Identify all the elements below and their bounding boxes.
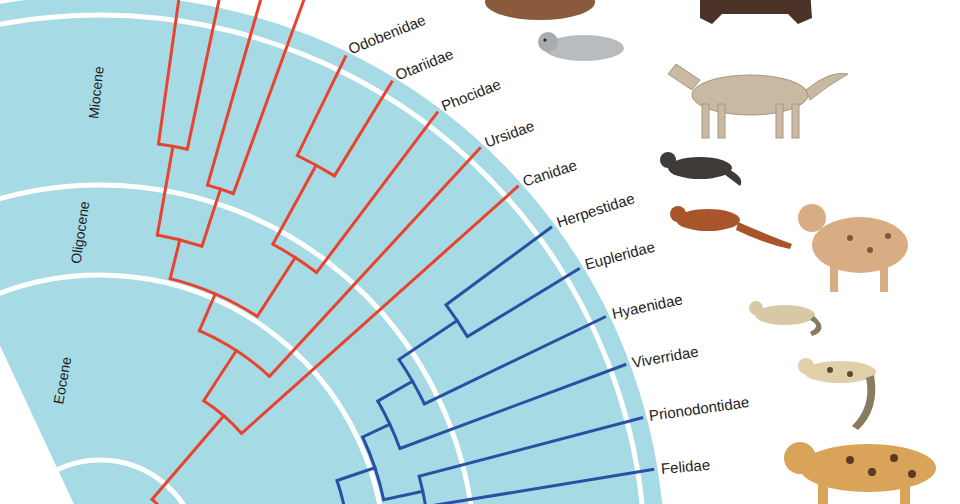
hyena-figure	[798, 204, 908, 292]
family-label: Eupleridae	[583, 238, 657, 273]
time-fan-area	[0, 0, 665, 504]
tree-branch	[152, 499, 179, 504]
tree-branch	[446, 305, 467, 337]
tree-branch	[199, 331, 269, 377]
tree-branch	[158, 0, 189, 144]
tree-branch	[399, 320, 457, 359]
family-label: Otariidae	[393, 44, 456, 83]
phylogenetic-tree	[100, 0, 699, 504]
tree-branch	[152, 416, 224, 499]
jaguar-figure	[784, 442, 936, 504]
tree-branch	[170, 279, 257, 317]
tree-branch	[337, 468, 375, 481]
tree-branch	[384, 491, 423, 499]
tree-branch	[242, 187, 518, 434]
tree-branch	[270, 148, 480, 376]
bear-figure	[700, 0, 812, 24]
walrus-figure	[485, 0, 595, 20]
tree-branch	[337, 481, 350, 504]
tree-branch	[317, 113, 437, 273]
family-label: Prionodontidae	[648, 393, 750, 424]
tree-branch	[419, 476, 426, 504]
tree-branch	[363, 424, 390, 437]
family-label: Ursidae	[482, 117, 536, 151]
tree-branch	[208, 185, 234, 193]
tree-branch	[426, 470, 653, 504]
tree-branch	[202, 189, 221, 246]
tree-branch	[204, 350, 237, 400]
tree-branch	[424, 317, 604, 404]
tree-branch	[297, 156, 334, 176]
animal-illustrations	[485, 0, 936, 504]
family-label: Phocidae	[439, 75, 503, 114]
tree-branch	[378, 401, 400, 448]
tree-branch	[257, 258, 295, 317]
tree-branch	[159, 144, 188, 149]
tree-branch	[207, 0, 276, 185]
wolf-figure	[668, 64, 848, 138]
tree-branch	[446, 228, 551, 305]
tree-branch	[273, 244, 317, 272]
tree-branch	[199, 294, 215, 331]
tree-branch	[170, 240, 180, 279]
tree-branch	[400, 365, 625, 449]
tree-branch	[204, 401, 242, 434]
family-label: Felidae	[660, 455, 710, 476]
tree-branch	[157, 146, 173, 235]
tree-branch	[378, 381, 413, 401]
fossa-figure	[670, 206, 792, 249]
family-label: Herpestidae	[555, 190, 637, 231]
family-label: Viverridae	[631, 342, 700, 370]
family-label: Canidae	[521, 156, 579, 189]
tree-branch	[334, 82, 391, 176]
tree-branch	[187, 0, 233, 149]
tree-branch	[233, 0, 319, 194]
tree-branch	[363, 437, 384, 500]
mongoose-figure	[660, 152, 741, 186]
family-label: Hyaenidae	[610, 290, 684, 322]
seal-figure	[538, 32, 624, 61]
tree-branch	[399, 360, 424, 404]
tree-branch	[273, 165, 316, 244]
tree-branch	[157, 235, 202, 246]
epoch-boundary	[0, 275, 385, 504]
time-fan	[0, 0, 665, 504]
family-label: Odobenidae	[346, 11, 428, 57]
epoch-boundary	[0, 15, 645, 504]
tree-branch	[297, 57, 345, 156]
genet-figure	[749, 301, 822, 336]
tree-branch	[467, 269, 578, 337]
tree-branch	[419, 418, 641, 476]
linsang-figure	[798, 358, 876, 430]
